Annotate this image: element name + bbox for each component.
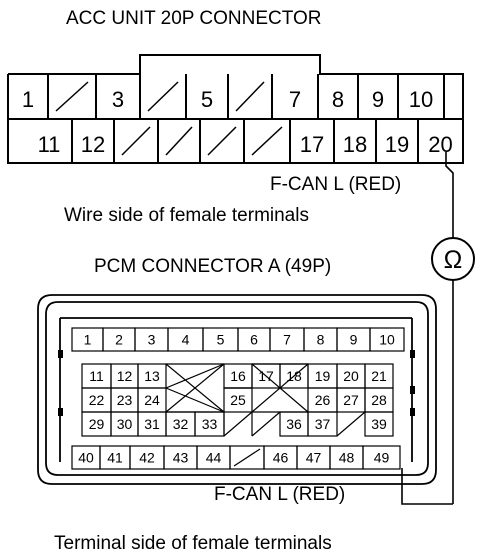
acc-wire-label: F-CAN L (RED) (270, 174, 401, 195)
pcm-terminal-2: 2 (115, 332, 123, 348)
pcm-terminal-33: 33 (202, 416, 218, 432)
pcm-connector-title: PCM CONNECTOR A (49P) (94, 256, 331, 277)
pcm-terminal-32: 32 (173, 416, 189, 432)
pcm-terminal-9: 9 (350, 332, 358, 348)
terminal-cell (307, 411, 338, 437)
vacant-cross (165, 387, 225, 413)
pcm-terminal-24: 24 (144, 392, 160, 408)
vacant-slash (251, 411, 281, 437)
acc-terminal-12: 12 (81, 132, 105, 157)
acc-terminal-11: 11 (38, 132, 61, 157)
acc-terminal-1: 1 (22, 87, 34, 112)
acc-terminal-5: 5 (201, 87, 213, 112)
pcm-terminal-26: 26 (315, 392, 331, 408)
pcm-terminal-5: 5 (217, 332, 225, 348)
unused-terminal-slash (121, 126, 151, 156)
pcm-connector-latches (58, 350, 415, 416)
pcm-terminal-46: 46 (273, 450, 289, 466)
terminal-cell (369, 327, 405, 352)
pcm-terminal-3: 3 (148, 332, 156, 348)
vacant-slash (336, 411, 366, 437)
pcm-terminal-20: 20 (343, 368, 359, 384)
pcm-terminal-11: 11 (89, 368, 104, 384)
pcm-terminal-6: 6 (250, 332, 258, 348)
terminal-cell (364, 411, 394, 437)
pcm-terminal-28: 28 (371, 392, 387, 408)
acc-terminal-18: 18 (343, 132, 367, 157)
pcm-terminal-7: 7 (283, 332, 291, 348)
acc-terminal-8: 8 (332, 87, 344, 112)
unused-terminal-slash (251, 126, 283, 156)
pcm-terminal-23: 23 (117, 392, 133, 408)
acc-view-caption: Wire side of female terminals (64, 205, 309, 226)
acc-terminal-9: 9 (372, 87, 384, 112)
vacant-slash (223, 411, 253, 437)
pcm-terminal-39: 39 (371, 416, 387, 432)
pcm-terminal-8: 8 (317, 332, 325, 348)
vacant-cross (251, 363, 309, 413)
ohmmeter: Ω (431, 237, 475, 281)
acc-terminal-20: 20 (428, 132, 452, 157)
pcm-terminal-41: 41 (107, 450, 123, 466)
pcm-terminal-30: 30 (117, 416, 133, 432)
unused-terminal-slash (55, 81, 89, 112)
acc-terminal-7: 7 (289, 87, 301, 112)
vacant-slash (165, 363, 225, 389)
acc-terminal-17: 17 (300, 132, 324, 157)
pcm-terminal-13: 13 (144, 368, 160, 384)
pcm-terminal-1: 1 (84, 332, 92, 348)
pcm-terminal-10: 10 (379, 332, 395, 348)
acc-connector-row-2: 11 12 17 18 19 20 (38, 119, 464, 163)
unused-terminal-slash (235, 81, 265, 112)
acc-connector-row-1: 1 3 5 7 8 9 10 (22, 74, 445, 119)
pcm-terminal-42: 42 (139, 450, 155, 466)
unused-terminal-slash (147, 81, 179, 112)
pcm-terminal-19: 19 (315, 368, 331, 384)
pcm-terminal-16: 16 (230, 368, 246, 384)
pcm-terminal-31: 31 (144, 416, 160, 432)
pcm-terminal-44: 44 (206, 450, 222, 466)
pcm-terminal-49: 49 (374, 450, 390, 466)
pcm-terminal-21: 21 (371, 368, 387, 384)
pcm-terminal-25: 25 (230, 392, 246, 408)
pcm-terminal-40: 40 (78, 450, 94, 466)
pcm-terminal-12: 12 (117, 368, 133, 384)
pcm-terminal-29: 29 (89, 416, 105, 432)
vacant-slash (233, 448, 261, 467)
pcm-terminal-4: 4 (182, 332, 190, 348)
acc-terminal-10: 10 (409, 87, 433, 112)
pcm-terminal-36: 36 (286, 416, 302, 432)
unused-terminal-slash (165, 126, 193, 156)
pcm-terminal-22: 22 (89, 392, 105, 408)
terminal-cell (362, 445, 401, 470)
pcm-terminal-37: 37 (315, 416, 331, 432)
acc-connector (7, 54, 464, 164)
pcm-terminal-43: 43 (173, 450, 189, 466)
acc-terminal-19: 19 (385, 132, 409, 157)
test-lead (401, 152, 454, 505)
pcm-terminal-27: 27 (343, 392, 359, 408)
pcm-terminal-47: 47 (306, 450, 322, 466)
pcm-terminal-grid: 1234567891011121316171819202122232425262… (71, 327, 405, 470)
acc-connector-title: ACC UNIT 20P CONNECTOR (66, 8, 322, 29)
pcm-terminal-48: 48 (339, 450, 355, 466)
ohm-icon: Ω (444, 246, 463, 274)
pcm-view-caption: Terminal side of female terminals (54, 533, 332, 554)
acc-terminal-3: 3 (112, 87, 124, 112)
pcm-wire-label: F-CAN L (RED) (214, 484, 345, 505)
unused-terminal-slash (207, 126, 237, 156)
vacant-cross (165, 363, 225, 413)
